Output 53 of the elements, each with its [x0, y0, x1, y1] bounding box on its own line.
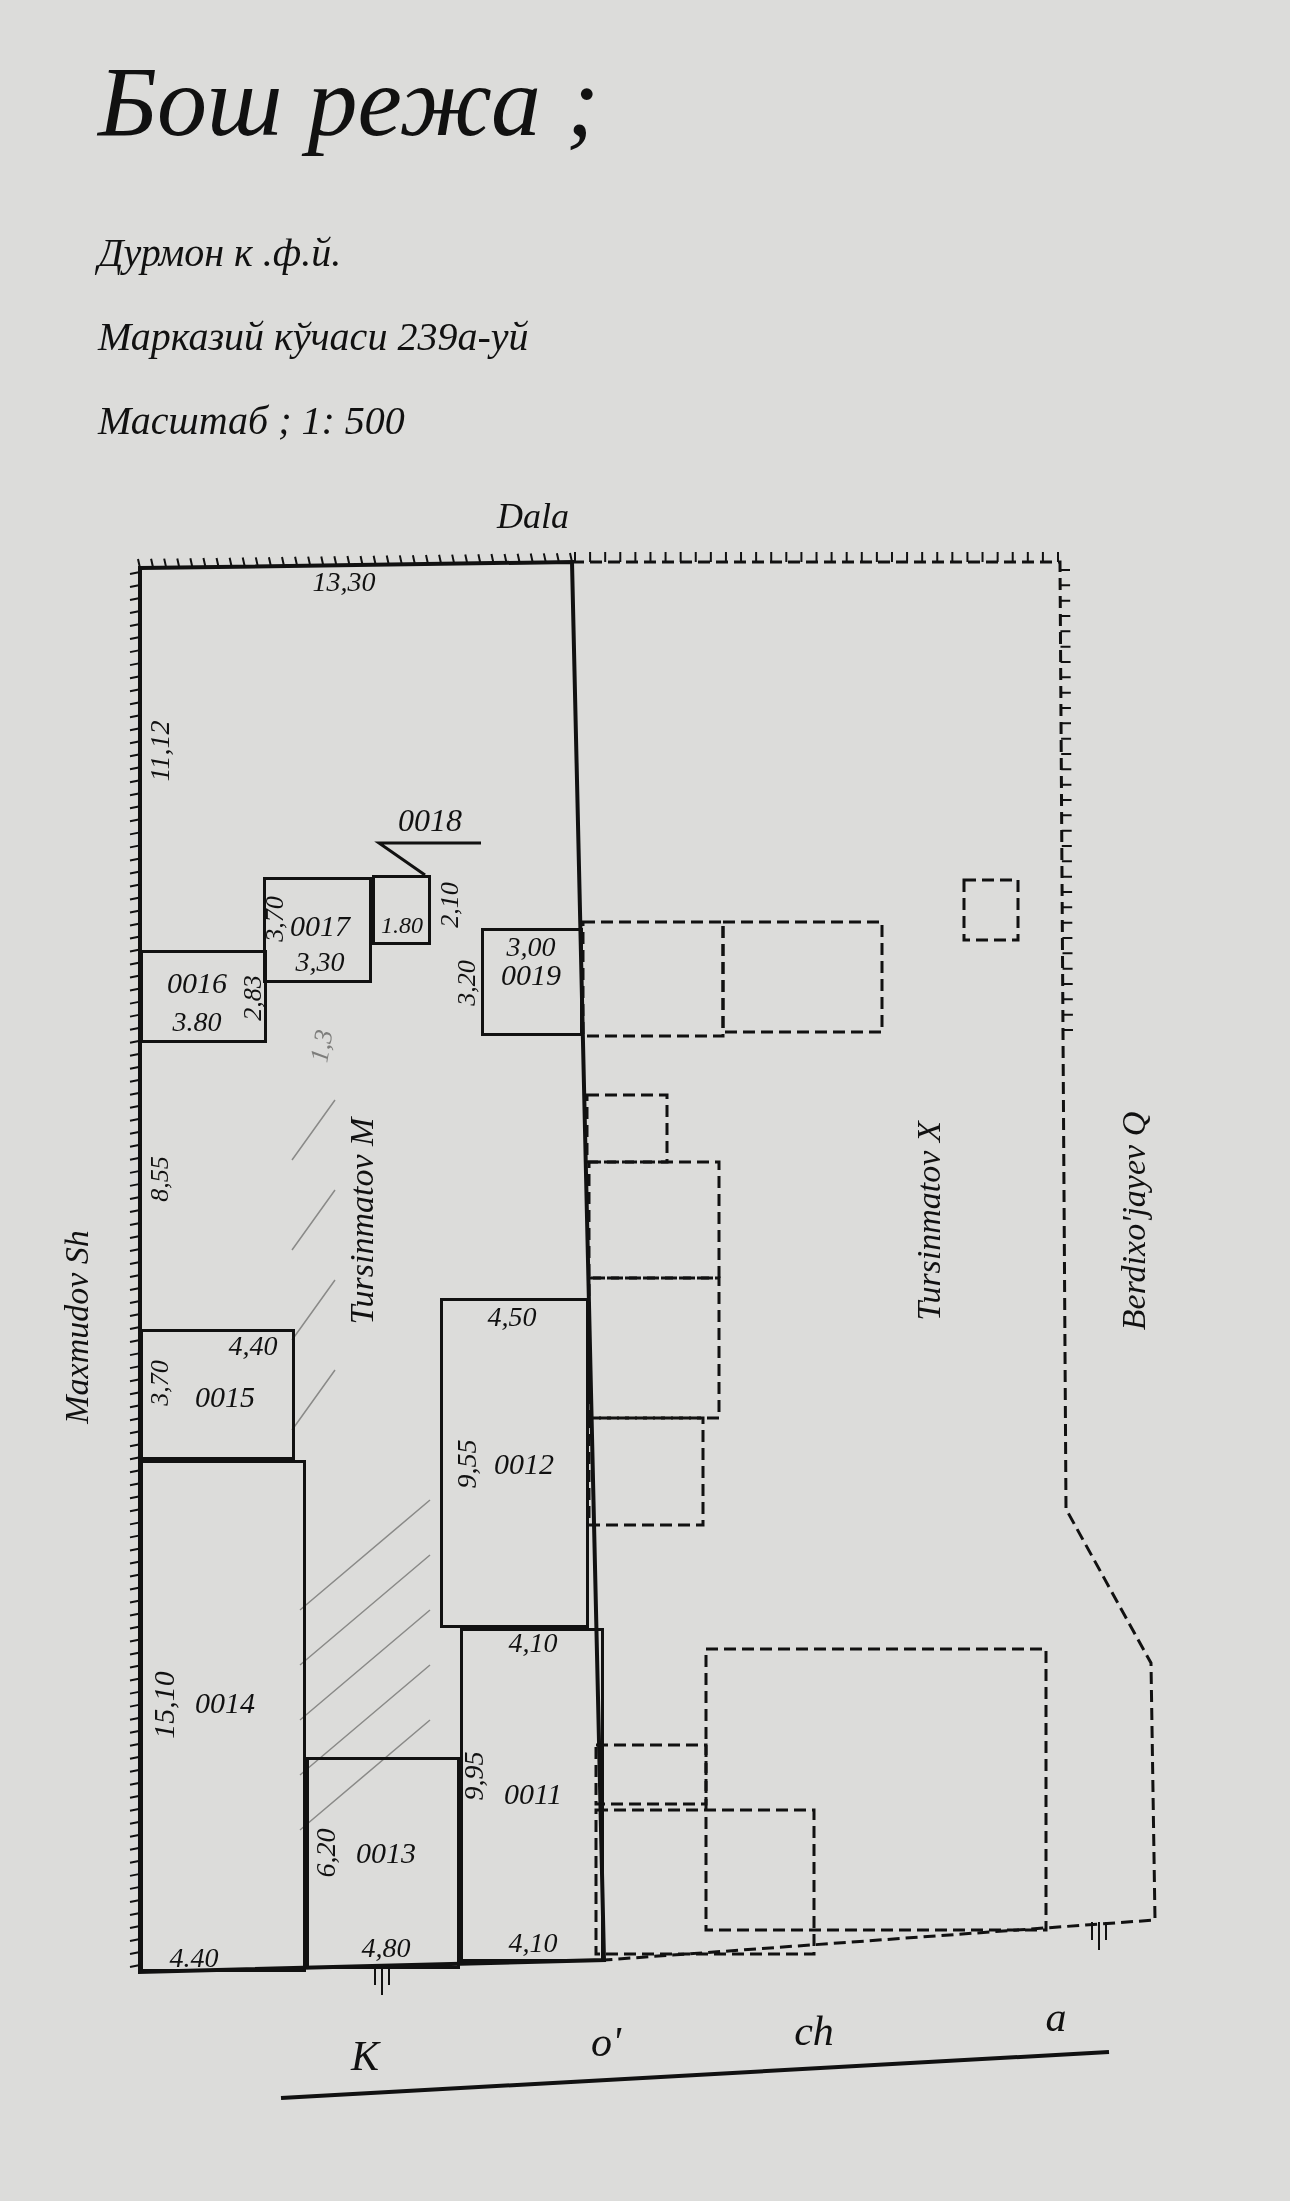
dimension-label: 3,20	[454, 960, 480, 1006]
building-outline	[140, 950, 267, 1043]
building-number: 0016	[167, 968, 227, 998]
building-outline	[140, 1329, 295, 1460]
building-outline	[263, 877, 372, 983]
leader-line	[374, 841, 481, 877]
dimension-label: 15,10	[149, 1671, 179, 1739]
dimension-label: 4,10	[508, 1629, 558, 1657]
neighbour-name: Berdixo'jayev Q	[1117, 1111, 1151, 1331]
building-outline	[140, 1460, 306, 1972]
neighbour-name: Maxmudov Sh	[60, 1230, 94, 1424]
pencil-note: 1,3	[306, 1027, 338, 1065]
dimension-label: 4,10	[508, 1929, 558, 1957]
dimension-label: 9,55	[453, 1439, 481, 1489]
dimension-label: 3,30	[295, 948, 345, 976]
dimension-label: 9,95	[460, 1751, 488, 1801]
dimension-label: 11,12	[146, 720, 174, 782]
dimension-label: 3,70	[147, 1360, 173, 1406]
dimension-label: 6,20	[312, 1828, 340, 1878]
building-number: 0017	[290, 911, 350, 941]
building-outline	[372, 875, 431, 945]
dimension-label: 3,70	[262, 896, 288, 942]
street-name-letter: ch	[794, 2010, 834, 2052]
building-number: 0011	[504, 1779, 562, 1809]
street-name-letter: o'	[591, 2021, 621, 2063]
dimension-label: 4.40	[169, 1944, 219, 1972]
dimension-label: 2,10	[437, 882, 463, 928]
neighbour-label: Dala	[497, 498, 569, 534]
dimension-label: 8,55	[147, 1156, 173, 1202]
address-line: Марказий кўчаси 239а-уй	[98, 317, 529, 357]
building-number: 0015	[195, 1382, 255, 1412]
neighbour-name: Tursinmatov X	[912, 1121, 946, 1321]
street-name-letter: K	[351, 2035, 379, 2077]
building-number: 0012	[494, 1449, 554, 1479]
dimension-label: 4,80	[361, 1934, 411, 1962]
building-outline	[481, 928, 583, 1036]
building-number: 0018	[398, 804, 462, 836]
dimension-label: 13,30	[312, 568, 376, 596]
neighbour-name: Tursinmatov M	[345, 1117, 379, 1325]
building-outline	[306, 1757, 460, 1969]
dimension-label: 3.80	[172, 1008, 222, 1036]
building-number: 0014	[195, 1688, 255, 1718]
dimension-label: 4,50	[487, 1303, 537, 1331]
building-number: 0019	[501, 960, 561, 990]
building-outline	[440, 1298, 589, 1628]
building-outline	[460, 1628, 604, 1962]
dimension-label: 3,00	[506, 933, 556, 961]
street-name-letter: a	[1045, 1996, 1067, 2038]
dimension-label: 4,40	[228, 1332, 278, 1360]
dimension-label: 2,83	[240, 975, 266, 1021]
dimension-label: 1.80	[381, 913, 423, 937]
scale-note: Масштаб ; 1: 500	[98, 401, 405, 441]
building-number: 0013	[356, 1838, 416, 1868]
